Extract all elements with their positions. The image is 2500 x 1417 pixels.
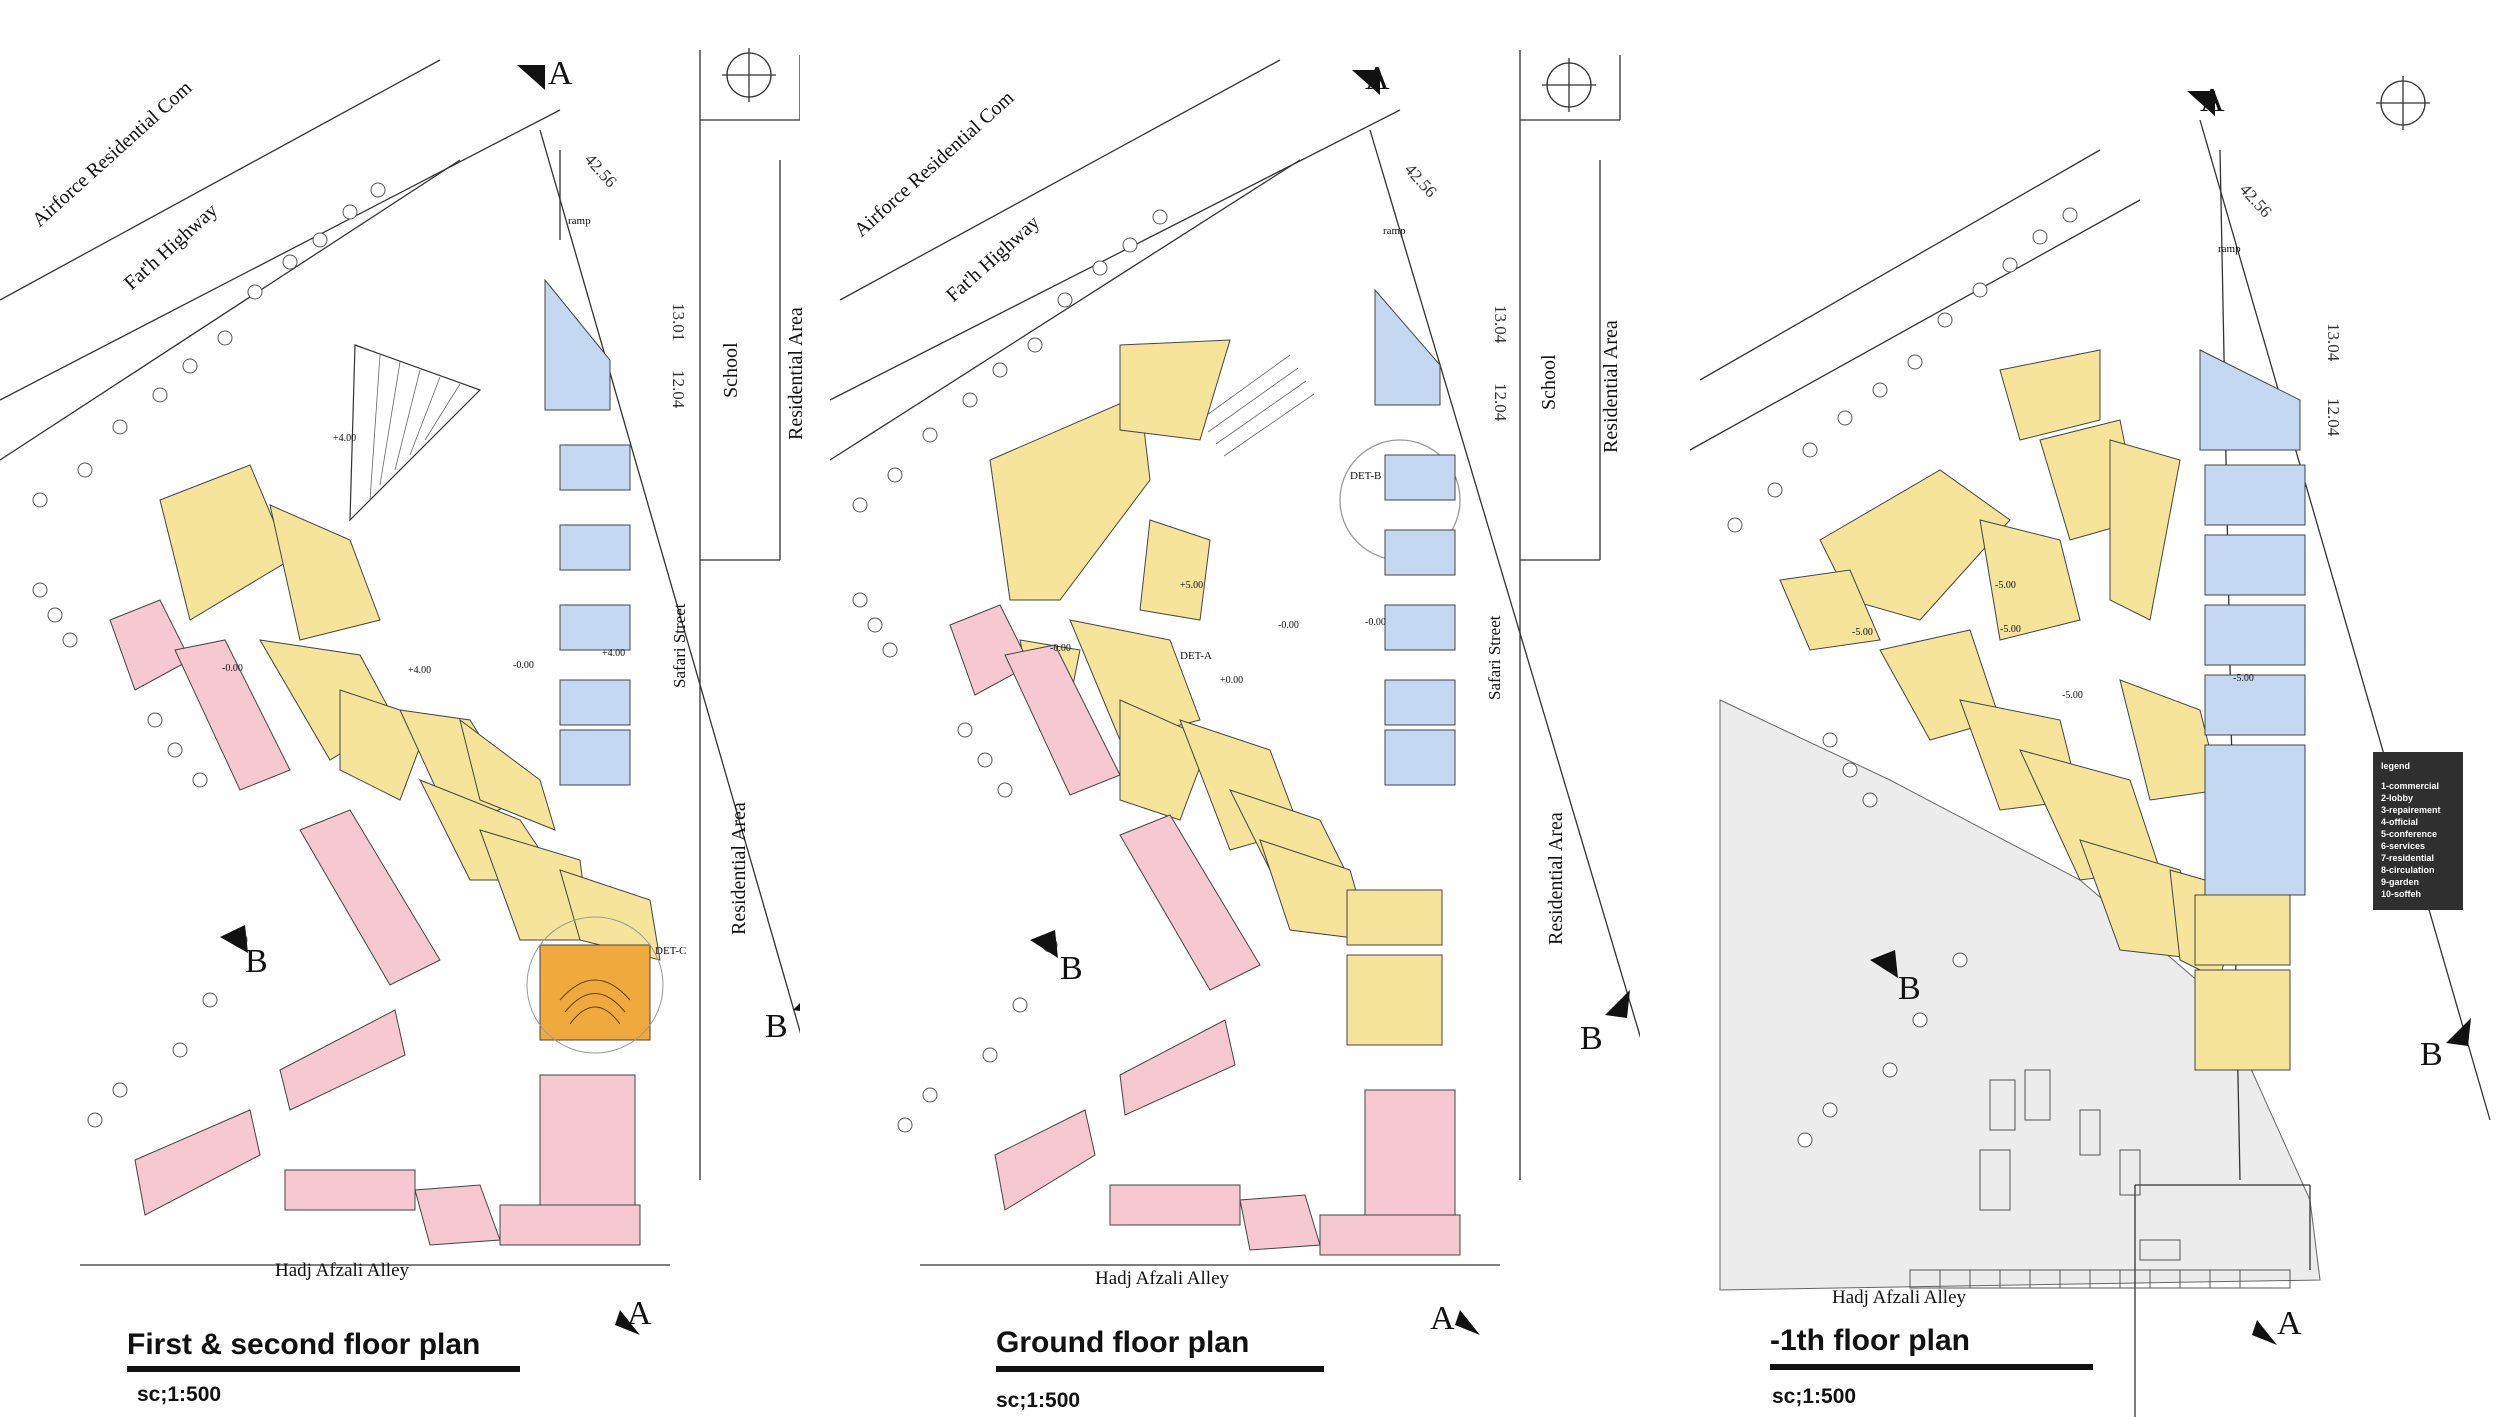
dimension-13-01: 13.01 [669, 303, 688, 342]
dimension-12-04: 12.04 [2324, 398, 2343, 437]
plan-drawing [1689, 76, 2491, 1417]
label-hadj-afzali-alley: Hadj Afzali Alley [1095, 1268, 1230, 1289]
dimension-13-04: 13.04 [1491, 305, 1510, 344]
label-residential-area-bottom: Residential Area [1545, 812, 1567, 945]
level-mark: +4.00 [408, 665, 432, 676]
level-mark: -5.00 [2000, 624, 2021, 635]
plan-basement-floor: Hadj Afzali Alley ramp -5.00 -5.00 -5.00… [1680, 0, 2500, 1417]
legend-item: 8-circulation [2381, 865, 2435, 875]
section-mark-a-bottom: A [1430, 1300, 1455, 1337]
section-mark-a-bottom: A [2277, 1305, 2302, 1342]
section-mark-a-top: A [1365, 60, 1390, 97]
level-mark: -5.00 [2233, 673, 2254, 684]
level-mark: -5.00 [1995, 580, 2016, 591]
label-safari-street: Safari Street [670, 603, 689, 689]
level-mark: -0.00 [513, 660, 534, 671]
dimension-13-04: 13.04 [2324, 323, 2343, 362]
plan-scale: sc;1:500 [996, 1389, 1081, 1412]
legend-item: 1-commercial [2381, 781, 2440, 791]
label-safari-street: Safari Street [1485, 615, 1504, 701]
section-mark-b-left: B [1060, 950, 1083, 987]
label-residential-area-top: Residential Area [1600, 320, 1622, 453]
label-hadj-afzali-alley: Hadj Afzali Alley [275, 1260, 410, 1281]
section-mark-a-bottom: A [627, 1295, 652, 1332]
label-residential-area-bottom: Residential Area [728, 802, 750, 935]
label-det-a: DET-A [1180, 650, 1212, 662]
section-mark-b-right: B [765, 1008, 788, 1045]
dimension-12-04: 12.04 [669, 370, 688, 409]
level-mark: +0.00 [1220, 675, 1244, 686]
plan-title: First & second floor plan [127, 1328, 481, 1361]
legend-item: 5-conference [2381, 829, 2438, 839]
level-mark: +4.00 [333, 433, 357, 444]
label-residential-area-top: Residential Area [785, 307, 807, 440]
level-mark: -0.00 [222, 663, 243, 674]
section-mark-b-right: B [2420, 1036, 2443, 1073]
level-mark: -0.00 [1278, 620, 1299, 631]
legend-item: 2-lobby [2381, 793, 2414, 803]
plan-first-second-floor: Airforce Residential Com Fat'h Highway S… [0, 0, 807, 1417]
label-det-c: DET-C [655, 945, 687, 957]
section-mark-b-right: B [1580, 1020, 1603, 1057]
label-ramp: ramp [1383, 225, 1406, 237]
label-school: School [720, 342, 742, 398]
title-underline [1770, 1364, 2093, 1370]
legend-item: 4-official [2381, 817, 2419, 827]
legend-item: 7-residential [2381, 853, 2435, 863]
plan-scale: sc;1:500 [1772, 1385, 1857, 1408]
level-mark: +4.00 [602, 648, 626, 659]
legend-item: 3-repairement [2381, 805, 2441, 815]
plan-title: Ground floor plan [996, 1326, 1250, 1359]
legend-title: legend [2381, 761, 2411, 771]
label-det-b: DET-B [1350, 470, 1382, 482]
level-mark: -5.00 [2062, 690, 2083, 701]
legend-item: 9-garden [2381, 877, 2420, 887]
level-mark: +5.00 [1180, 580, 1204, 591]
legend-item: 6-services [2381, 841, 2426, 851]
plan-drawing [829, 50, 1640, 1335]
section-mark-a-top: A [2200, 82, 2225, 119]
section-mark-b-left: B [245, 943, 268, 980]
plan-ground-floor: Airforce Residential Com Fat'h Highway S… [820, 0, 1640, 1417]
level-mark: -0.00 [1365, 617, 1386, 628]
label-ramp: ramp [2218, 243, 2241, 255]
plan-drawing [0, 48, 800, 1335]
title-underline [127, 1366, 520, 1372]
title-underline [996, 1366, 1324, 1372]
section-mark-b-left: B [1898, 970, 1921, 1007]
label-school: School [1538, 354, 1560, 410]
plan-title: -1th floor plan [1770, 1324, 1970, 1357]
dimension-12-04: 12.04 [1491, 383, 1510, 422]
level-mark: -5.00 [1852, 627, 1873, 638]
section-mark-a-top: A [548, 55, 573, 92]
label-ramp: ramp [568, 215, 591, 227]
legend-item: 10-soffeh [2381, 889, 2422, 899]
plan-scale: sc;1:500 [137, 1383, 222, 1406]
level-mark: -0.00 [1050, 643, 1071, 654]
label-hadj-afzali-alley: Hadj Afzali Alley [1832, 1287, 1967, 1308]
legend-box: legend 1-commercial 2-lobby 3-repairemen… [2373, 752, 2463, 910]
